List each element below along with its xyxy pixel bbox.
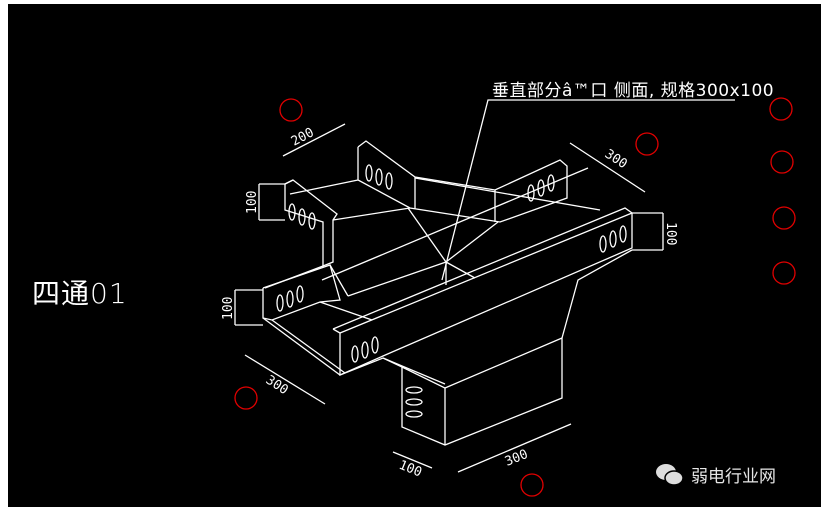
marker-circle <box>772 261 796 285</box>
marker-circle <box>520 473 544 497</box>
dim-top-right: 300 <box>602 147 630 172</box>
dim-left-upper: 100 <box>245 191 260 214</box>
dim-left-lower: 100 <box>221 297 236 320</box>
marker-circle <box>770 150 794 174</box>
annotation-label: 垂直部分â™口 侧面, 规格300x100 <box>492 81 775 101</box>
dim-right: 100 <box>663 222 678 245</box>
dimension-lines <box>234 123 664 473</box>
watermark-text: 弱电行业网 <box>691 467 776 487</box>
top-left-branch <box>289 140 568 223</box>
wechat-icon <box>656 463 684 486</box>
dim-bottom-width: 100 <box>397 458 424 481</box>
junction-lines <box>347 177 601 297</box>
main-tray <box>321 167 663 376</box>
marker-circle <box>769 97 793 121</box>
marker-circle <box>635 132 659 156</box>
annotation-leader <box>441 99 735 281</box>
dim-bottom-length: 300 <box>503 447 530 470</box>
watermark: 弱电行业网 <box>655 462 776 487</box>
marker-circle <box>234 386 258 410</box>
cad-canvas <box>8 4 821 507</box>
red-markers <box>234 97 796 497</box>
bottom-branch <box>382 249 633 446</box>
dim-bottom-left: 300 <box>263 373 291 398</box>
slot-holes <box>276 164 627 418</box>
marker-circle <box>772 206 796 230</box>
marker-circle <box>279 98 303 122</box>
drawing-title: 四通01 <box>32 277 128 310</box>
